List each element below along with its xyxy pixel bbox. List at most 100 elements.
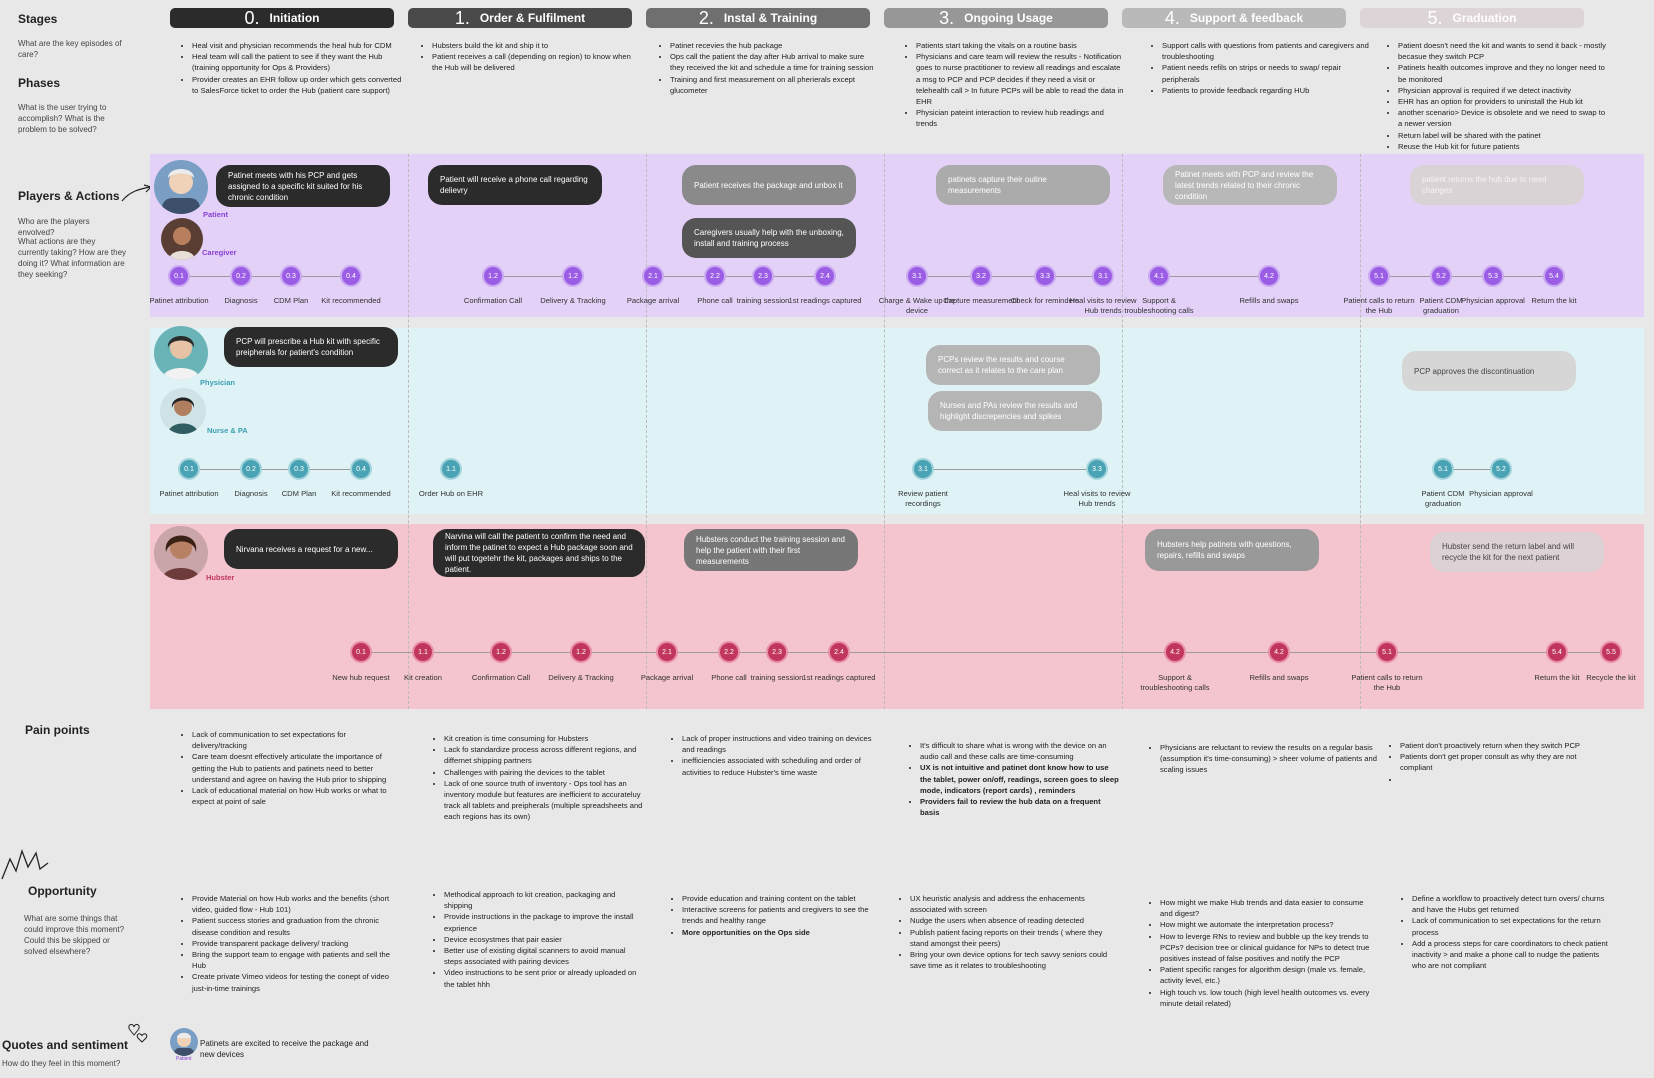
description-item: Physician pateint interaction to review … <box>916 107 1126 129</box>
patient-step-node[interactable]: 3.3 <box>1034 265 1056 287</box>
opportunity-stage-2: Provide education and training content o… <box>668 893 882 938</box>
physician-step-node[interactable]: 3.3 <box>1086 458 1108 480</box>
opportunity-item: How might we automate the interpretation… <box>1160 919 1370 930</box>
hubster-step-node[interactable]: 5.4 <box>1546 641 1568 663</box>
hubster-step-node[interactable]: 5.5 <box>1600 641 1622 663</box>
hubster-step-node[interactable]: 1.1 <box>412 641 434 663</box>
stage-4-header: 4.Support & feedback <box>1122 8 1346 28</box>
patient-step-label: Return the kit <box>1531 296 1577 305</box>
opportunity-item: Interactive screens for patients and cre… <box>682 904 882 926</box>
flow-connector <box>992 276 1034 277</box>
stage-5-header: 5.Graduation <box>1360 8 1584 28</box>
description-item: Training and first measurement on all ph… <box>670 74 880 96</box>
patient-step-node[interactable]: 2.1 <box>642 265 664 287</box>
patient-step-node[interactable]: 2.3 <box>752 265 774 287</box>
hubster-bubble-recycle: Hubster send the return label and will r… <box>1430 532 1604 572</box>
pain-point-item: Physicians are reluctant to review the r… <box>1160 742 1380 776</box>
physician-bubble-prescribe: PCP will prescribe a Hub kit with specif… <box>224 327 398 367</box>
patient-step-node[interactable]: 4.1 <box>1148 265 1170 287</box>
patient-step-node[interactable]: 4.2 <box>1258 265 1280 287</box>
pain-point-item: Lack of proper instructions and video tr… <box>682 733 882 755</box>
physician-step-node[interactable]: 0.4 <box>350 458 372 480</box>
patient-step-label: Support & troubleshooting calls <box>1124 296 1194 315</box>
patient-step-label: Diagnosis <box>224 296 258 305</box>
physician-step-node[interactable]: 3.1 <box>912 458 934 480</box>
hubster-step-node[interactable]: 4.2 <box>1164 641 1186 663</box>
physician-step-node[interactable]: 5.2 <box>1490 458 1512 480</box>
patient-step-label: training session <box>736 296 790 305</box>
opportunity-heading: Opportunity <box>28 884 97 898</box>
flow-connector <box>190 276 230 277</box>
patient-step-node[interactable]: 5.3 <box>1482 265 1504 287</box>
patient-step-node[interactable]: 2.2 <box>704 265 726 287</box>
hubster-step-node[interactable]: 2.2 <box>718 641 740 663</box>
hubster-step-node[interactable]: 1.2 <box>490 641 512 663</box>
opportunity-item: Patient specific ranges for algorithm de… <box>1160 964 1370 986</box>
physician-step-label: Physician approval <box>1469 489 1533 498</box>
flow-connector <box>504 276 562 277</box>
patient-step-node[interactable]: 5.4 <box>1543 265 1565 287</box>
pain-points-stage-0: Lack of communication to set expectation… <box>178 729 392 807</box>
patient-step-node[interactable]: 3.1 <box>1092 265 1114 287</box>
hubster-step-node[interactable]: 1.2 <box>570 641 592 663</box>
flow-connector <box>740 652 766 653</box>
patient-step-node[interactable]: 0.4 <box>340 265 362 287</box>
description-item: Patinets health outcomes improve and the… <box>1398 62 1608 84</box>
patient-step-node[interactable]: 2.4 <box>814 265 836 287</box>
flow-connector <box>788 652 828 653</box>
hubster-step-node[interactable]: 0.1 <box>350 641 372 663</box>
patient-step-node[interactable]: 1.2 <box>482 265 504 287</box>
physician-step-label: Kit recommended <box>331 489 391 498</box>
physician-step-node[interactable]: 5.1 <box>1432 458 1454 480</box>
hubster-step-node[interactable]: 5.1 <box>1376 641 1398 663</box>
flow-connector <box>928 276 970 277</box>
hubster-step-node[interactable]: 2.1 <box>656 641 678 663</box>
description-item: Patient receives a call (depending on re… <box>432 51 642 73</box>
patient-step-node[interactable]: 0.1 <box>168 265 190 287</box>
stage-divider <box>646 154 647 709</box>
physician-step-node[interactable]: 0.1 <box>178 458 200 480</box>
hubster-step-node[interactable]: 2.3 <box>766 641 788 663</box>
patient-step-node[interactable]: 5.2 <box>1430 265 1452 287</box>
flow-connector <box>1454 469 1490 470</box>
opportunity-item: Methodical approach to kit creation, pac… <box>444 889 644 911</box>
stage-1-header: 1.Order & Fulfilment <box>408 8 632 28</box>
hubster-step-label: Package arrival <box>640 673 694 682</box>
patient-step-label: Physician approval <box>1461 296 1525 305</box>
patient-step-label: Confirmation Call <box>463 296 523 305</box>
hubster-step-label: training session <box>750 673 804 682</box>
flow-connector <box>1390 276 1430 277</box>
pain-points-stage-5: Patient don't proactively return when th… <box>1386 740 1600 785</box>
physician-step-label: Review patient recordings <box>898 489 948 508</box>
flow-connector <box>664 276 704 277</box>
hubster-step-label: Recycle the kit <box>1586 673 1636 682</box>
quote-role: Patient <box>176 1056 192 1062</box>
opportunity-subtitle: What are some things that could improve … <box>24 914 125 956</box>
physician-step-node[interactable]: 0.3 <box>288 458 310 480</box>
hubster-step-node[interactable]: 4.2 <box>1268 641 1290 663</box>
patient-step-node[interactable]: 3.2 <box>970 265 992 287</box>
physician-step-node[interactable]: 1.1 <box>440 458 462 480</box>
players-subtitle-2: What actions are they currently taking? … <box>18 237 127 279</box>
description-item: another scenario> Device is obsolete and… <box>1398 107 1608 129</box>
quote-text: Patinets are excited to receive the pack… <box>200 1039 369 1059</box>
patient-step-node[interactable]: 3.1 <box>906 265 928 287</box>
hubster-step-node[interactable]: 2.4 <box>828 641 850 663</box>
caregiver-avatar <box>161 218 203 260</box>
patient-step-node[interactable]: 5.1 <box>1368 265 1390 287</box>
pain-point-item <box>1400 774 1600 785</box>
flow-connector <box>1398 652 1546 653</box>
hubster-step-label: Refills and swaps <box>1249 673 1309 682</box>
stage-name: Order & Fulfilment <box>479 11 586 25</box>
pain-points-stage-1: Kit creation is time consuming for Hubst… <box>430 733 644 823</box>
patient-step-label: Charge & Wake up the device <box>878 296 956 315</box>
phase-0-description: Heal visit and physician recommends the … <box>178 40 402 96</box>
pain-point-item: It's difficult to share what is wrong wi… <box>920 740 1120 762</box>
patient-step-node[interactable]: 0.2 <box>230 265 252 287</box>
pain-point-item: Care team doesnt effectively articulate … <box>192 751 392 785</box>
patient-step-node[interactable]: 1.2 <box>562 265 584 287</box>
opportunity-item: More opportunities on the Ops side <box>682 927 882 938</box>
hubster-step-label: Kit creation <box>404 673 442 682</box>
physician-step-node[interactable]: 0.2 <box>240 458 262 480</box>
patient-step-node[interactable]: 0.3 <box>280 265 302 287</box>
